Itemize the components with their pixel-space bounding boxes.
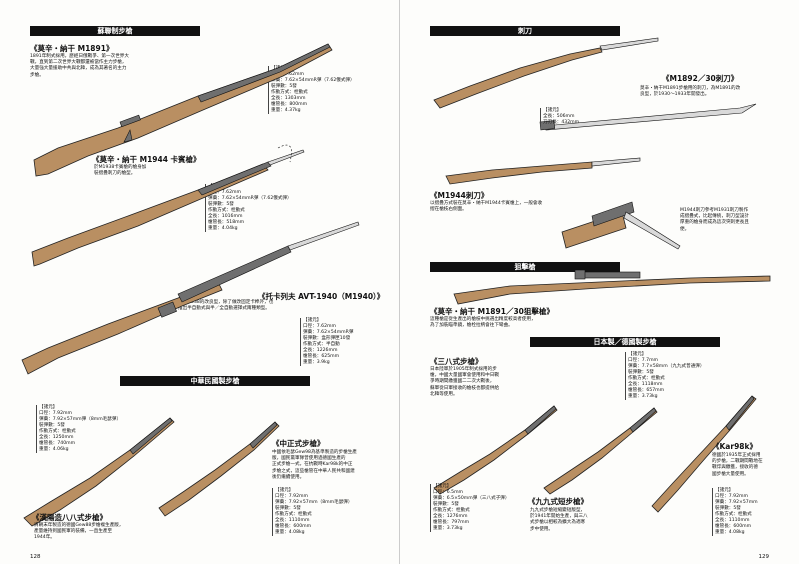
svt-1940-title: 《托卡列夫 AVT-1940（M1940）》 [258,292,385,301]
chiang-kai-shek-title: 《中正式步槍》 [272,439,325,448]
hanyang-88-title: 《漢陽造八八式步槍》 [32,513,107,522]
type-99-desc: 九九式步槍短縮變短版型，於1941年開始生產，與三八式步槍以相較為擴大為適寒步中… [530,508,588,532]
type-38-title: 《三八式步槍》 [430,357,483,366]
mosin-m1944-title: 《莫辛・納干 M1944 卡賓槍》 [92,155,201,164]
mosin-m1944-illustration [31,144,305,267]
m1944-bayonet-side-note: M1944刺刀參考M1931刺刀製作成摺疊式，比起傳統，刺刀型設計厚重的槍身而成… [680,208,749,232]
m1944-bayonet-title: 《M1944刺刀》 [430,191,489,200]
mosin-m1944-desc: 於M1938卡賓槍的槍身加裝摺疊刺刀的槍型。 [94,165,147,177]
mosin-sniper-desc: 這種槍是從生產出的槍枝中挑選出精度較高者使用，為了加裝瞄準鏡，槍栓拉柄會往下彎曲… [430,317,536,329]
mosin-1891-desc: 1891年制式採用，歷經日俄戰爭、第一次世界大戰，直到第二次世界大戰都還被當作主… [30,54,129,78]
left-page: 蘇聯制步槍 《莫辛・納干 M1891》 1891年制式採用，歷經日俄戰爭、第一次… [21,0,400,564]
m1892-desc: 莫辛・納干M1891步槍用的刺刀，為M1891的改良型，於1930～1933年開… [640,86,741,98]
svt-1940-desc: SVT-1938的改良型，除了做改固定卡榫外，也推出半自動式與半／全自動選擇式兩… [178,300,274,312]
type-99-title: 《九九式短步槍》 [528,497,588,506]
kar98k-illustration [651,395,757,513]
m1892-rifle-illustration [433,37,659,109]
chiang-kai-shek-desc: 中國依毛瑟Gew98為基準製造的步槍生產版，國民黨軍隊曾使用過德國生產的正式步槍… [272,450,357,480]
hanyang-88-illustration [23,417,175,527]
section-header-bayonet: 刺刀 [430,26,620,36]
section-header-roc: 中華民國製步槍 [120,376,310,386]
mosin-1891-title: 《莫辛・納干 M1891》 [30,44,114,53]
type-38-desc: 日本陸軍於1905年制式採用的步槍，中國大量國軍會使用和中日戰爭時期間繳獲國二二… [430,367,499,397]
m1892-bayonet-illustration [539,103,757,131]
section-header-japan-germany: 日本製／德國製步槍 [530,337,720,347]
right-page: 刺刀 《M1892／30刺刀》 莫辛・納干M1891步槍用的刺刀，為M1891的… [400,0,799,564]
kar98k-title: 《Kar98k》 [712,442,757,451]
mosin-sniper-illustration [453,269,771,305]
type-38-illustration [433,405,558,495]
section-header-soviet: 蘇聯制步槍 [30,26,200,36]
m1944-bayonet-closeup [561,201,681,250]
page-number-right: 129 [758,554,770,560]
type-99-illustration [543,407,658,495]
page-number-left: 128 [30,554,41,560]
m1944-carbine-illustration [445,157,641,185]
kar98k-desc: 德國於1935年正式採用的步槍，二戰期間戰地在戰俘與繳獲，接收的德國步槍大量使用… [712,453,763,477]
svt-1940-illustration [21,221,360,375]
mosin-1891-illustration [33,43,333,177]
section-header-sniper: 狙擊槍 [430,262,620,272]
mosin-sniper-title: 《莫辛・納干 M1891／30狙擊槍》 [430,307,554,316]
m1944-bayonet-desc: 以摺疊方式裝在莫辛・納干M1944卡賓槍上，一般會收摺在槍枝右側面。 [430,201,543,213]
m1892-title: 《M1892／30刺刀》 [662,74,739,83]
chiang-kai-shek-illustration [158,421,280,517]
